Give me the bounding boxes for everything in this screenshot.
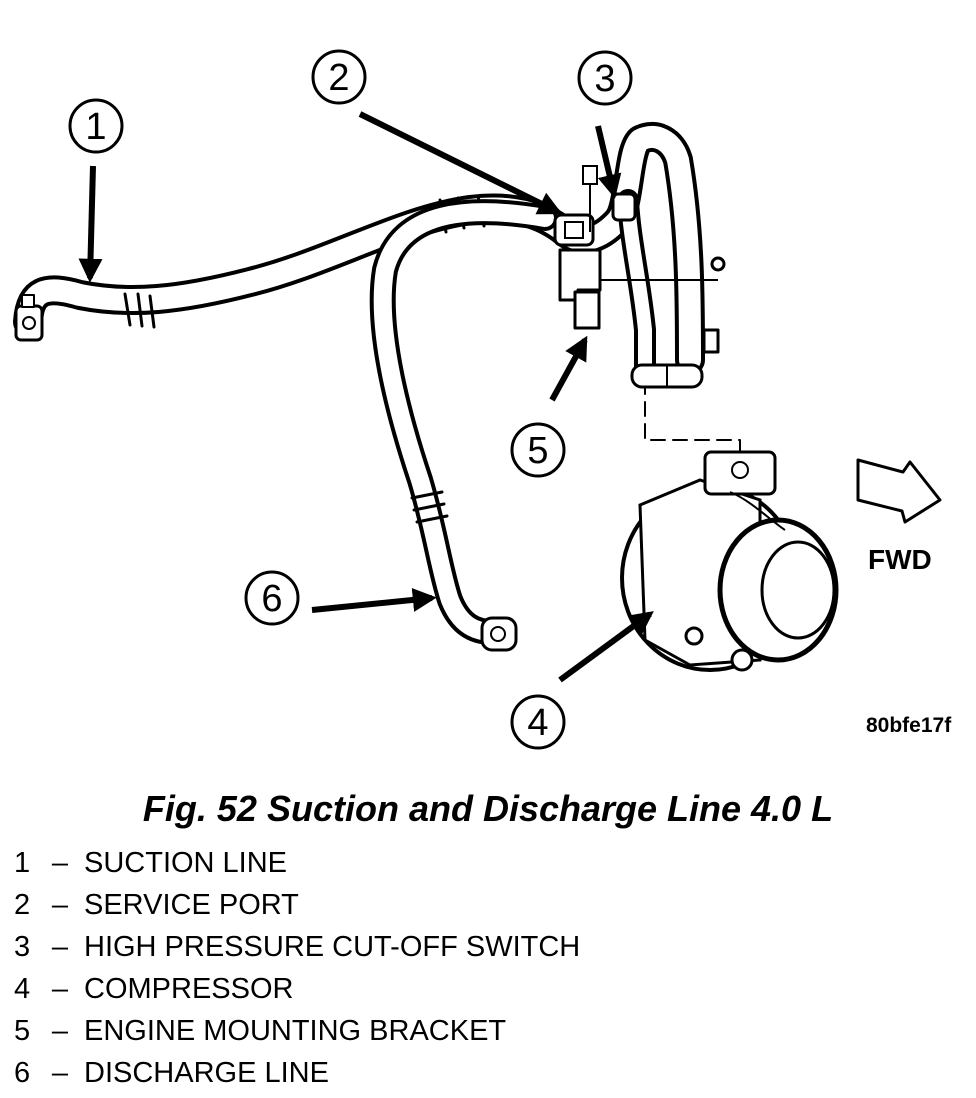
svg-text:1: 1 bbox=[85, 106, 106, 148]
svg-text:3: 3 bbox=[594, 58, 615, 100]
legend-item: 3–HIGH PRESSURE CUT-OFF SWITCH bbox=[14, 931, 581, 963]
pressure-switch bbox=[582, 165, 637, 232]
figure-caption: Fig. 52 Suction and Discharge Line 4.0 L bbox=[142, 788, 834, 829]
legend-label: SUCTION LINE bbox=[84, 847, 288, 879]
legend-label: HIGH PRESSURE CUT-OFF SWITCH bbox=[84, 931, 581, 963]
callout-1: 1 bbox=[68, 98, 124, 154]
discharge-line bbox=[369, 199, 558, 652]
arrow-1 bbox=[78, 165, 103, 283]
legend-label: ENGINE MOUNTING BRACKET bbox=[84, 1015, 507, 1047]
legend-item: 4–COMPRESSOR bbox=[14, 973, 294, 1005]
legend-list: 1–SUCTION LINE 2–SERVICE PORT 3–HIGH PRE… bbox=[14, 842, 580, 1094]
compressor bbox=[620, 450, 839, 672]
svg-text:4: 4 bbox=[527, 702, 548, 744]
figure-code: 80bfe17f bbox=[866, 714, 952, 737]
callout-5: 5 bbox=[510, 422, 566, 478]
callout-6: 6 bbox=[244, 570, 300, 626]
arrow-3 bbox=[595, 125, 622, 199]
fwd-label: FWD bbox=[868, 544, 932, 575]
svg-text:2: 2 bbox=[328, 57, 349, 99]
legend-item: 6–DISCHARGE LINE bbox=[14, 1057, 329, 1089]
legend-label: SERVICE PORT bbox=[84, 889, 299, 921]
ac-line-diagram: FWD 80bfe17f 1 2 3 4 5 6 bbox=[13, 49, 952, 750]
arrow-4 bbox=[558, 611, 654, 683]
forward-direction-arrow-icon bbox=[856, 458, 942, 524]
svg-text:6: 6 bbox=[261, 578, 282, 620]
svg-text:5: 5 bbox=[527, 430, 548, 472]
leader-arrows bbox=[78, 111, 654, 683]
engine-mounting-bracket bbox=[558, 248, 726, 354]
legend-label: COMPRESSOR bbox=[84, 973, 294, 1005]
arrow-2 bbox=[358, 111, 563, 215]
arrow-6 bbox=[311, 587, 437, 613]
service-port bbox=[553, 213, 595, 247]
line-clamp bbox=[630, 363, 704, 389]
legend-item: 2–SERVICE PORT bbox=[14, 889, 299, 921]
callout-4: 4 bbox=[510, 694, 566, 750]
legend-label: DISCHARGE LINE bbox=[84, 1057, 329, 1089]
callout-2: 2 bbox=[311, 49, 367, 105]
arrow-5 bbox=[549, 335, 588, 402]
callout-3: 3 bbox=[577, 50, 633, 106]
legend-item: 1–SUCTION LINE bbox=[14, 847, 288, 879]
legend-item: 5–ENGINE MOUNTING BRACKET bbox=[14, 1015, 507, 1047]
